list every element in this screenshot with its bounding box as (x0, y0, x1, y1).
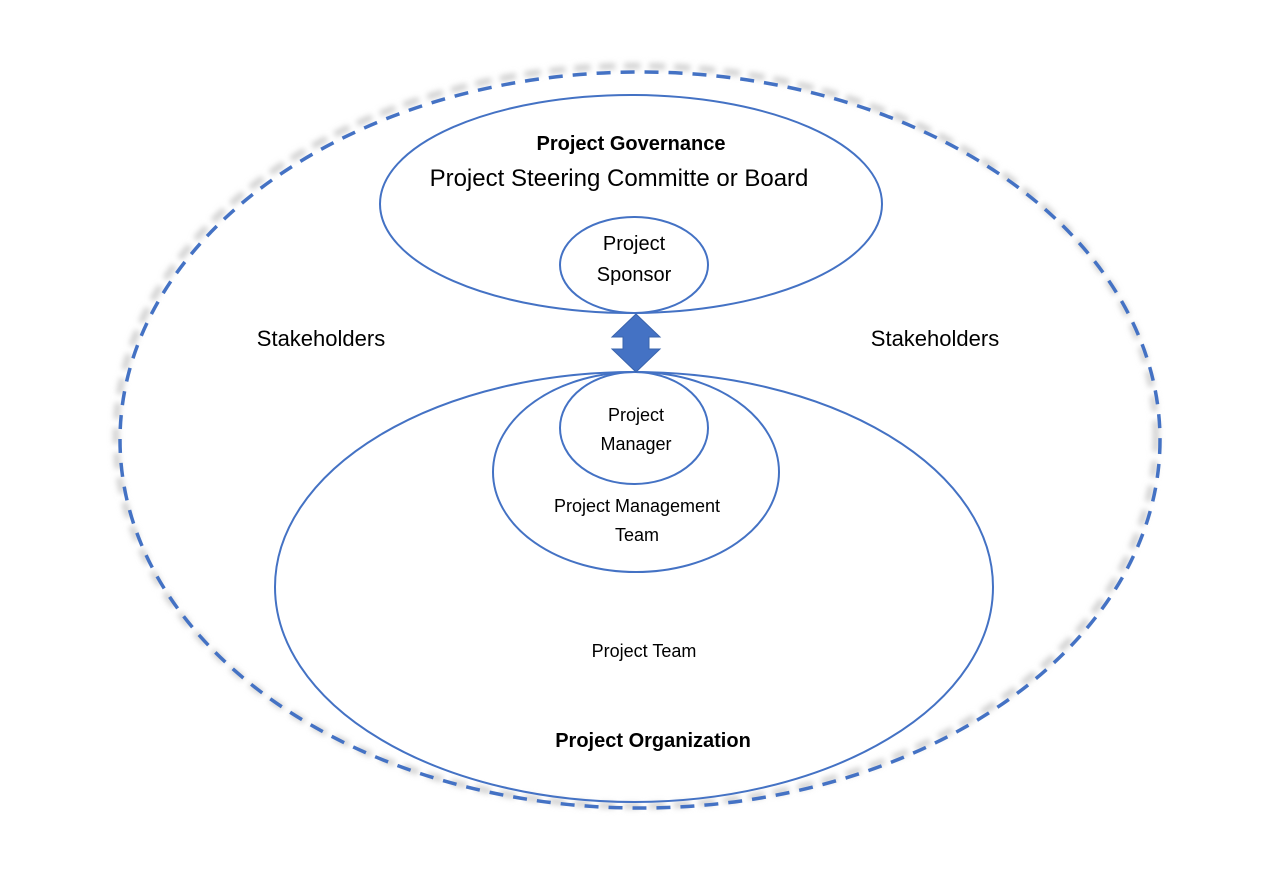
management-team-label-1: Project Management (554, 496, 720, 516)
sponsor-label-2: Sponsor (597, 264, 672, 286)
double-arrow-icon (610, 313, 662, 373)
sponsor-label-1: Project (603, 233, 666, 255)
stakeholders-right: Stakeholders (871, 326, 999, 351)
manager-ellipse (559, 371, 709, 485)
stakeholders-left: Stakeholders (257, 326, 385, 351)
manager-label-1: Project (608, 405, 664, 425)
governance-subtitle: Project Steering Committe or Board (430, 165, 809, 192)
organization-title: Project Organization (555, 730, 751, 752)
manager-label-2: Manager (600, 434, 671, 454)
sponsor-ellipse (559, 216, 709, 314)
stakeholders-ellipse-shadow (113, 63, 1159, 809)
management-team-label-2: Team (615, 525, 659, 545)
project-team-label: Project Team (592, 641, 697, 661)
governance-title: Project Governance (537, 133, 726, 155)
stakeholders-ellipse (118, 70, 1162, 810)
